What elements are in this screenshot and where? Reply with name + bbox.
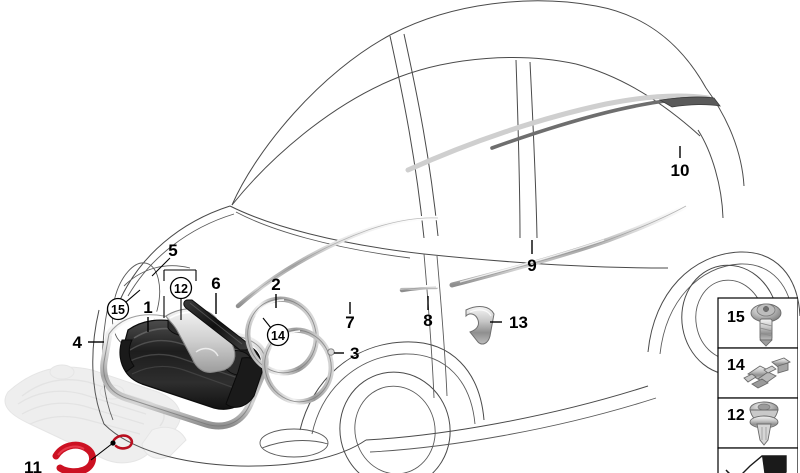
callout-layer: 1 2 3 4 5 6 7 8 9 <box>24 146 689 473</box>
torx-flange-screw-icon <box>750 303 782 347</box>
cooper-s-red-badge <box>52 434 134 473</box>
callout-circle-12 <box>169 276 193 300</box>
car-body-outline <box>92 0 800 473</box>
leader-5-bracket <box>163 269 197 281</box>
windscreen-frame-trim <box>235 215 441 309</box>
leader-15 <box>125 289 141 303</box>
bracket-wedge-icon <box>725 455 787 473</box>
legend-number-15: 15 <box>727 309 745 326</box>
chrome-headlight-ring <box>245 296 319 376</box>
callout-label-10: 10 <box>671 161 690 180</box>
side-scuttle-trim <box>465 306 495 345</box>
callout-circle-15 <box>106 297 130 321</box>
legend-item-15[interactable]: 15 <box>717 297 798 349</box>
callout-label-14: 14 <box>271 329 285 343</box>
leader-14 <box>262 317 272 329</box>
metal-spring-clip-icon <box>743 357 791 389</box>
legend-number-14: 14 <box>727 357 745 374</box>
legend-item-partial[interactable] <box>717 447 798 473</box>
callout-label-13: 13 <box>509 313 528 332</box>
side-sill-trim <box>449 203 689 288</box>
legend-item-12[interactable]: 12 <box>717 397 798 449</box>
expanding-push-rivet-icon <box>749 401 779 446</box>
legend-panel: 15 14 <box>717 297 798 473</box>
callout-label-15: 15 <box>111 303 125 317</box>
callout-label-6: 6 <box>211 274 220 293</box>
windscreen-trim-short <box>399 284 439 293</box>
callout-label-12: 12 <box>174 282 188 296</box>
callout-label-4: 4 <box>73 333 83 352</box>
callout-label-2: 2 <box>271 275 280 294</box>
leader-5 <box>151 257 171 277</box>
legend-item-14[interactable]: 14 <box>717 347 798 399</box>
callout-circle-14 <box>266 323 290 347</box>
callout-label-9: 9 <box>527 256 536 275</box>
callout-label-7: 7 <box>345 313 354 332</box>
callout-label-8: 8 <box>423 311 432 330</box>
legend-number-12: 12 <box>727 407 745 424</box>
callout-label-3: 3 <box>350 344 359 363</box>
callout-label-1: 1 <box>143 298 152 317</box>
callout-label-11: 11 <box>24 458 42 473</box>
callout-label-5: 5 <box>168 241 177 260</box>
roof-edge-trim <box>405 93 721 173</box>
